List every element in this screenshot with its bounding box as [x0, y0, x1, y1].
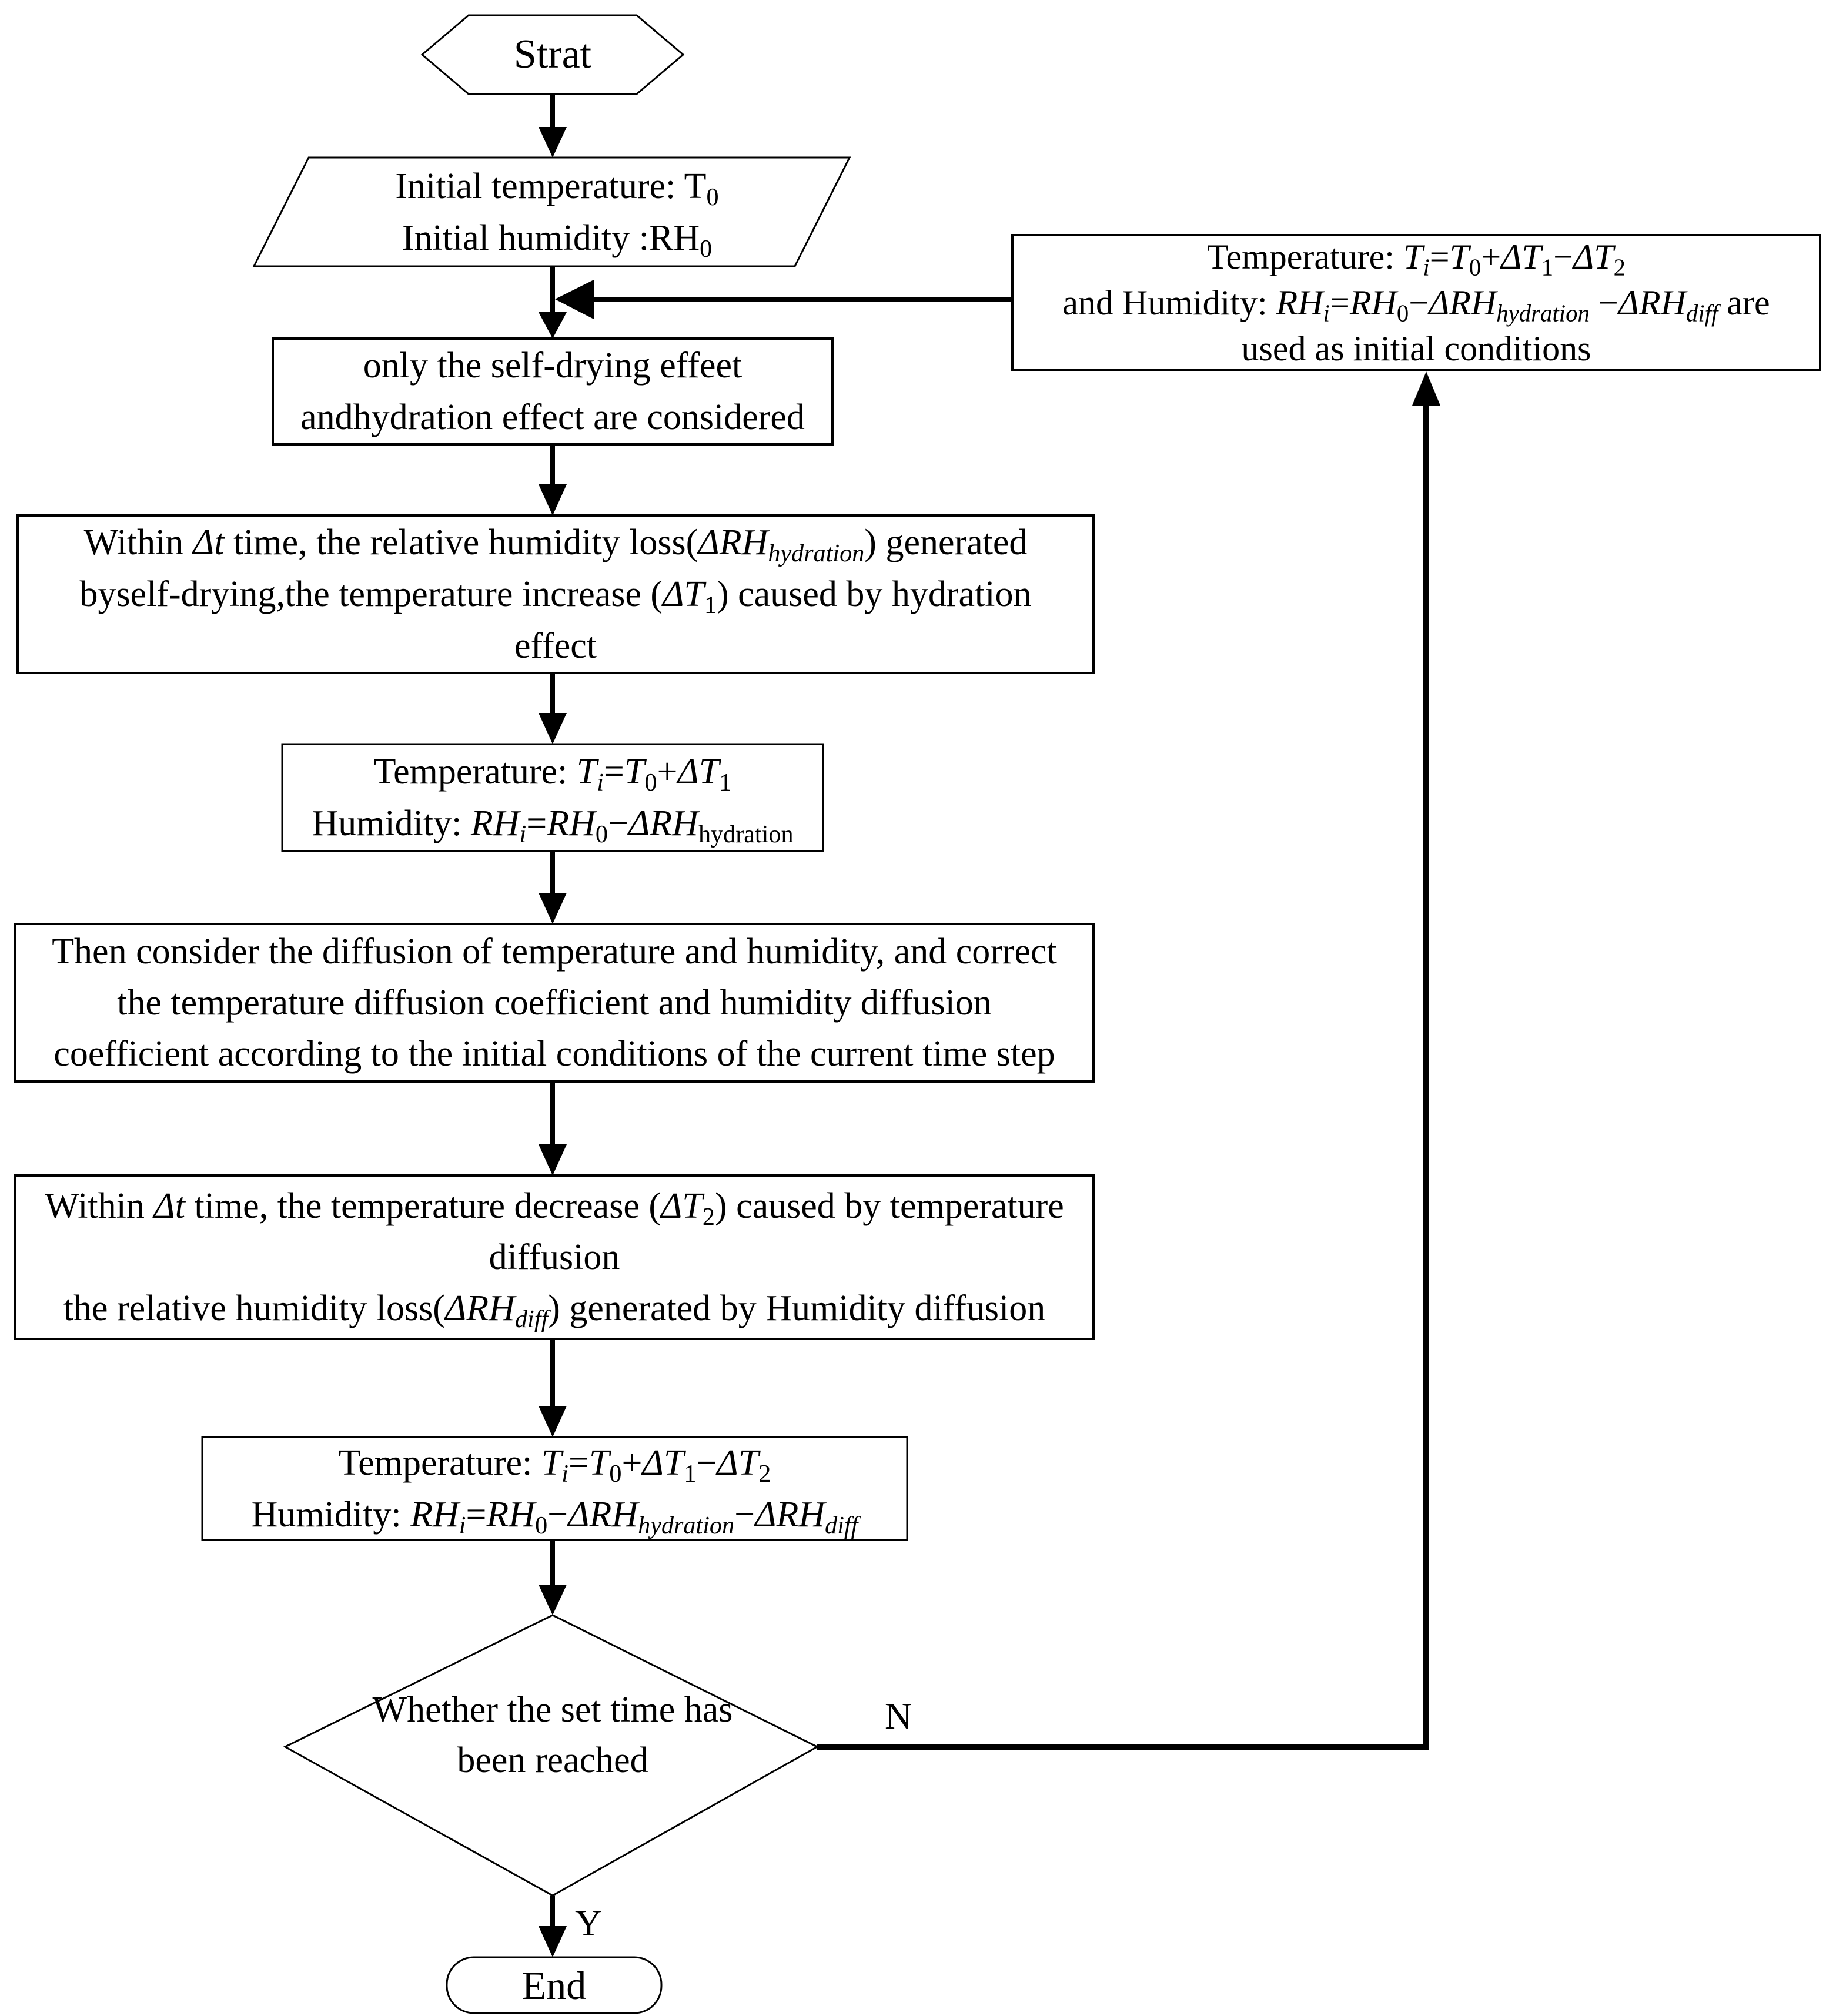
init-line-1: Initial temperature: T0 [395, 166, 719, 211]
arrow-hydration-update1-stem [550, 673, 555, 714]
hydration-node: Within Δt time, the relative humidity lo… [18, 515, 1093, 673]
arrow-effects-hydration-stem [550, 444, 555, 485]
init-line-2: Initial humidity :RH0 [402, 217, 713, 263]
arrow-correct-loss-head [539, 1144, 567, 1176]
diffusion-loss-line-2: diffusion [489, 1237, 620, 1277]
end-label: End [521, 1963, 587, 2008]
start-node: Strat [422, 15, 683, 94]
diffusion-loss-line-3: the relative humidity loss(ΔRHdiff) gene… [63, 1288, 1046, 1333]
update2-node: Temperature: Ti=T0+ΔT1−ΔT2 Humidity: RHi… [202, 1437, 907, 1540]
update1-line-2: Humidity: RHi=RH0−ΔRHhydration [312, 803, 794, 848]
feedback-line-3: used as initial conditions [1241, 329, 1591, 368]
arrow-start-init-head [539, 127, 567, 158]
feedback-vertical-line [1423, 404, 1429, 1750]
arrow-update2-decision-head [539, 1585, 567, 1615]
end-node: End [447, 1957, 661, 2013]
hydration-line-2: byself-drying,the temperature increase (… [79, 574, 1032, 619]
feedback-box-shape [1011, 234, 1821, 371]
arrow-loss-update2-head [539, 1406, 567, 1437]
hydration-line-1: Within Δt time, the relative humidity lo… [83, 523, 1028, 567]
feedback-line-1: Temperature: Ti=T0+ΔT1−ΔT2 [1207, 237, 1626, 281]
update2-box-shape [201, 1436, 908, 1541]
effects-line-2: andhydration effect are considered [300, 397, 805, 437]
arrow-update2-decision-stem [550, 1540, 555, 1586]
hydration-box-shape [16, 514, 1095, 674]
diffusion-correct-node: Then consider the diffusion of temperatu… [15, 924, 1093, 1081]
no-branch-label: N [885, 1695, 912, 1737]
arrow-correct-loss-stem [550, 1081, 555, 1145]
feedback-node: Temperature: Ti=T0+ΔT1−ΔT2 and Humidity:… [1015, 235, 1818, 370]
diffusion-loss-box-shape [14, 1174, 1095, 1340]
diffusion-loss-line-1: Within Δt time, the temperature decrease… [45, 1186, 1064, 1231]
effects-node: only the self-drying effeet andhydration… [273, 339, 832, 444]
diffusion-correct-line-1: Then consider the diffusion of temperatu… [52, 931, 1057, 972]
update2-line-2: Humidity: RHi=RH0−ΔRHhydration−ΔRHdiff [251, 1494, 858, 1539]
init-io-node: Initial temperature: T0 Initial humidity… [267, 158, 847, 266]
end-terminator-shape [446, 1956, 663, 2014]
feedback-horizontal-line [591, 297, 1012, 302]
decision-line-1: Whether the set time has [372, 1690, 733, 1730]
arrow-update1-correct-stem [550, 851, 555, 893]
diffusion-correct-box-shape [14, 923, 1095, 1083]
effects-line-1: only the self-drying effeet [363, 346, 743, 386]
init-parallelogram-shape [252, 156, 851, 267]
update1-box-shape [281, 743, 824, 852]
arrow-init-effects-stem [550, 266, 555, 314]
arrow-effects-hydration-head [539, 484, 567, 515]
yes-branch-stem [550, 1896, 555, 1928]
diffusion-correct-line-3: coefficient according to the initial con… [53, 1033, 1055, 1074]
diffusion-loss-node: Within Δt time, the temperature decrease… [15, 1176, 1093, 1339]
arrow-init-effects-head [539, 312, 567, 339]
start-label: Strat [513, 32, 592, 77]
arrow-update1-correct-head [539, 893, 567, 924]
update1-node: Temperature: Ti=T0+ΔT1 Humidity: RHi=RH0… [282, 744, 823, 851]
feedback-left-arrowhead [555, 280, 594, 319]
yes-branch-label: Y [575, 1902, 603, 1944]
decision-node: Whether the set time has been reached [347, 1676, 758, 1794]
update2-line-1: Temperature: Ti=T0+ΔT1−ΔT2 [338, 1442, 771, 1488]
arrow-hydration-update1-head [539, 713, 567, 744]
feedback-up-arrowhead [1412, 371, 1440, 406]
arrow-start-init-stem [550, 94, 555, 128]
update1-line-1: Temperature: Ti=T0+ΔT1 [373, 752, 732, 796]
hydration-line-3: effect [514, 626, 597, 666]
arrow-loss-update2-stem [550, 1339, 555, 1406]
start-hexagon-shape [420, 14, 685, 95]
no-branch-horizontal-line [817, 1744, 1429, 1750]
diffusion-correct-line-2: the temperature diffusion coefficient an… [117, 982, 992, 1023]
effects-box-shape [272, 337, 834, 446]
decision-line-2: been reached [457, 1740, 648, 1780]
feedback-line-2: and Humidity: RHi=RH0−ΔRHhydration −ΔRHd… [1062, 283, 1770, 327]
yes-branch-head [539, 1926, 567, 1957]
